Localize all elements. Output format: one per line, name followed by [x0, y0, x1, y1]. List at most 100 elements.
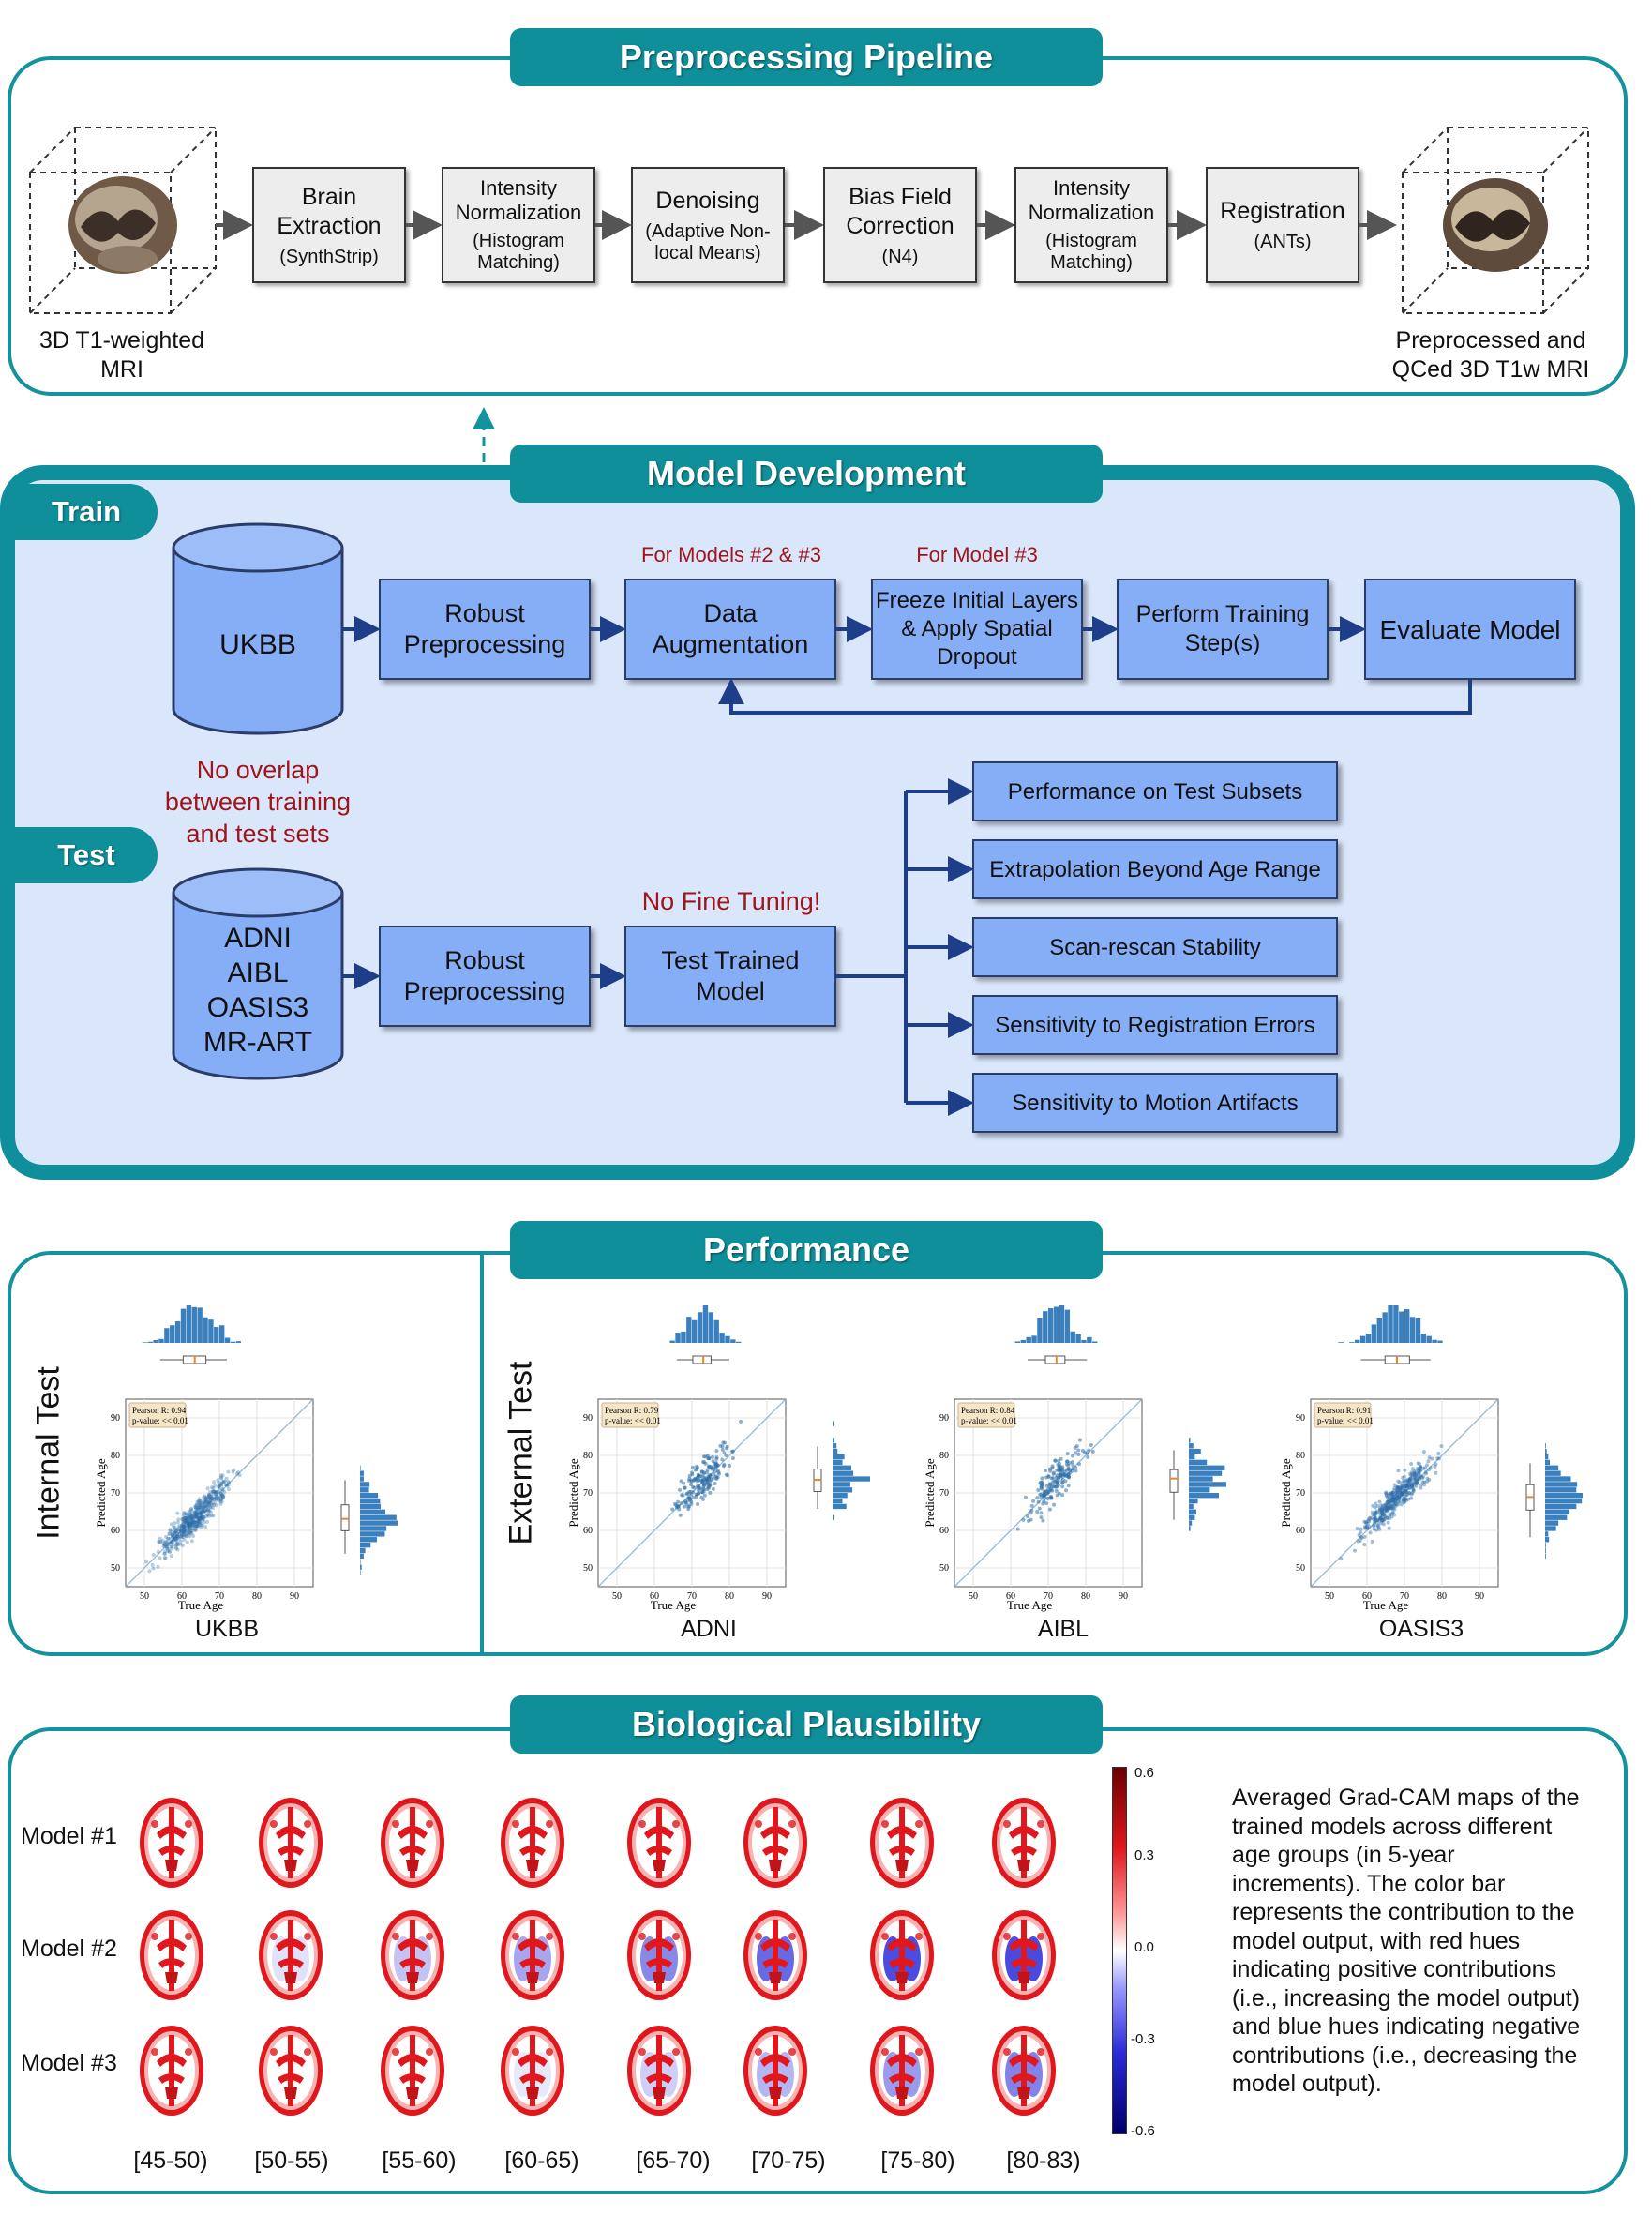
data-point	[213, 1490, 218, 1495]
data-point	[1413, 1478, 1418, 1483]
data-point	[1040, 1486, 1044, 1491]
data-point	[1395, 1484, 1400, 1489]
data-point	[226, 1487, 231, 1492]
data-point	[1418, 1462, 1422, 1467]
data-point	[198, 1523, 203, 1528]
data-point	[1389, 1498, 1394, 1502]
data-point	[1047, 1507, 1052, 1512]
gradcam-brain	[259, 2026, 323, 2116]
data-point	[204, 1507, 209, 1512]
data-point	[208, 1496, 213, 1500]
histogram-bar	[1070, 1331, 1075, 1343]
data-point	[1387, 1493, 1391, 1498]
data-point	[210, 1489, 215, 1494]
data-point	[1384, 1504, 1389, 1509]
data-point	[172, 1532, 176, 1537]
data-point	[209, 1496, 214, 1500]
data-point	[1410, 1473, 1415, 1478]
data-point	[158, 1540, 162, 1544]
data-point	[199, 1511, 203, 1515]
data-point	[190, 1518, 195, 1523]
data-point	[143, 1560, 148, 1564]
data-point	[188, 1523, 193, 1528]
data-point	[714, 1455, 719, 1460]
histogram-bar	[1545, 1547, 1546, 1554]
data-point	[1391, 1495, 1396, 1499]
data-point	[1406, 1481, 1411, 1485]
data-point	[171, 1534, 175, 1539]
data-point	[192, 1510, 197, 1514]
no-fine-tuning-note: No Fine Tuning!	[641, 887, 821, 915]
data-point	[1044, 1469, 1048, 1473]
data-point	[1365, 1527, 1370, 1531]
data-point	[211, 1489, 216, 1494]
data-point	[1410, 1482, 1415, 1486]
data-point	[1389, 1499, 1393, 1503]
data-point	[1373, 1515, 1377, 1520]
data-point	[1416, 1466, 1420, 1470]
data-point	[183, 1532, 188, 1537]
histogram-bar	[1037, 1318, 1043, 1343]
data-point	[1352, 1548, 1357, 1553]
data-point	[172, 1525, 176, 1529]
data-point	[156, 1564, 160, 1569]
data-point	[1414, 1468, 1419, 1472]
data-point	[195, 1524, 200, 1529]
data-point	[1059, 1456, 1063, 1461]
data-point	[198, 1512, 203, 1516]
data-point	[1387, 1506, 1391, 1511]
data-point	[170, 1530, 174, 1535]
data-point	[225, 1484, 230, 1488]
data-point	[206, 1500, 211, 1505]
histogram-bar	[833, 1498, 843, 1504]
data-point	[187, 1529, 191, 1533]
data-point	[184, 1512, 188, 1516]
data-point	[185, 1517, 189, 1522]
data-point	[167, 1549, 172, 1554]
data-point	[1066, 1484, 1071, 1488]
data-point	[1419, 1465, 1423, 1469]
data-point	[182, 1529, 187, 1533]
data-point	[679, 1479, 683, 1484]
data-point	[176, 1534, 181, 1539]
x-tick-label: 60	[177, 1591, 187, 1602]
data-point	[174, 1534, 179, 1539]
data-point	[1380, 1518, 1385, 1523]
data-point	[197, 1518, 202, 1523]
data-point	[182, 1515, 187, 1520]
data-point	[1420, 1474, 1425, 1479]
data-point	[197, 1515, 202, 1520]
y-axis-label: Predicted Age	[923, 1458, 937, 1528]
data-point	[1393, 1501, 1398, 1506]
step-detail: (Adaptive Non-local Means)	[645, 220, 771, 264]
data-point	[218, 1491, 223, 1496]
data-point	[182, 1529, 187, 1533]
data-point	[198, 1510, 203, 1514]
data-point	[1394, 1489, 1399, 1494]
data-point	[187, 1530, 191, 1535]
data-point	[206, 1508, 211, 1513]
data-point	[1406, 1483, 1411, 1487]
data-point	[187, 1521, 191, 1526]
data-point	[1396, 1494, 1401, 1499]
data-point	[1042, 1499, 1046, 1503]
data-point	[202, 1505, 206, 1510]
data-point	[1378, 1507, 1383, 1512]
data-point	[217, 1499, 221, 1503]
data-point	[162, 1540, 167, 1544]
data-point	[214, 1497, 218, 1501]
data-point	[1390, 1490, 1395, 1495]
histogram-bar	[702, 1305, 709, 1343]
data-point	[188, 1530, 192, 1535]
data-point	[1412, 1476, 1417, 1481]
data-point	[1390, 1499, 1395, 1503]
data-point	[1359, 1535, 1363, 1540]
data-point	[218, 1473, 223, 1478]
data-point	[1387, 1505, 1391, 1510]
data-point	[1403, 1484, 1407, 1489]
data-point	[203, 1494, 207, 1499]
data-point	[1385, 1507, 1389, 1512]
data-point	[167, 1543, 172, 1547]
data-point	[1401, 1498, 1405, 1502]
